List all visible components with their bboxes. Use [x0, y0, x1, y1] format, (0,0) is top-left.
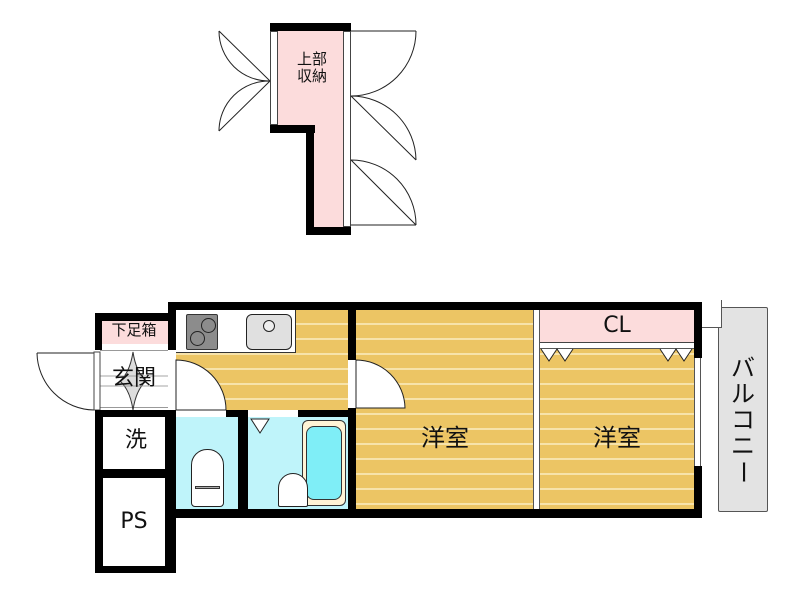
balcony-window	[694, 358, 701, 466]
wall-kitchen-room1-top	[348, 302, 356, 360]
room1-floor	[356, 310, 534, 510]
wall-outer-top	[168, 302, 702, 310]
room-partition-sliding-door	[533, 310, 540, 510]
wall-entrance-top	[95, 313, 175, 321]
wash-basin-icon	[278, 473, 308, 507]
wall-toilet-bath	[238, 410, 248, 510]
upper-storage-left-wall	[306, 125, 314, 235]
wall-kitchen-room1-bottom	[348, 408, 356, 510]
balcony	[718, 307, 768, 512]
bathtub-icon	[302, 420, 346, 506]
upper-storage-top-wall	[270, 23, 351, 31]
upper-storage-label-line1: 上部	[296, 50, 327, 68]
shoe-box	[100, 320, 168, 344]
wall-bath-top	[298, 410, 356, 417]
upper-storage-step-wall	[270, 125, 315, 133]
wall-outer-bottom	[168, 509, 702, 518]
upper-storage-label-line2: 収納	[296, 67, 327, 85]
stove-icon	[186, 314, 218, 350]
wall-toilet-top	[226, 410, 248, 417]
toilet-seat-line	[195, 486, 220, 489]
sink-icon	[246, 314, 292, 350]
wall-entrance-left-top	[95, 313, 102, 350]
closet	[540, 310, 694, 343]
closet-door-track	[540, 343, 694, 349]
pipe-space	[103, 478, 165, 566]
entrance-label: 玄関	[111, 366, 156, 391]
room1-label: 洋室	[421, 424, 469, 452]
wall-ps-bottom	[95, 566, 176, 573]
wall-left-lower	[95, 410, 103, 573]
wall-laundry-ps	[95, 469, 175, 478]
sink-drain	[263, 320, 275, 332]
upper-storage-area	[278, 30, 345, 130]
wall-outer-right-bottom	[694, 466, 702, 518]
balcony-char: コ	[731, 406, 755, 434]
upper-storage-right-frame	[343, 31, 351, 227]
burner-2	[190, 331, 205, 346]
wall-outer-right-top	[694, 302, 702, 358]
closet-label: CL	[603, 313, 631, 338]
burner-1	[201, 318, 216, 333]
bathtub-water	[306, 426, 342, 500]
room2-label: 洋室	[593, 424, 641, 452]
shoe-box-label: 下足箱	[111, 321, 157, 339]
toilet-bowl-icon	[191, 449, 224, 507]
wall-ps-right	[165, 410, 176, 573]
upper-storage-label: 上部 収納	[282, 52, 342, 84]
balcony-char: ニ	[731, 432, 755, 460]
balcony-char: ル	[731, 380, 755, 408]
balcony-char: ー	[729, 460, 757, 484]
upper-storage-left-frame	[270, 31, 278, 125]
balcony-label: バ ル コ ニ ー	[718, 355, 768, 485]
upper-storage-area-lower	[313, 130, 345, 228]
wall-entrance-bottom	[95, 410, 176, 417]
laundry-area	[103, 417, 169, 469]
wall-kitchen-left	[168, 302, 176, 350]
laundry-label: 洗	[124, 428, 147, 453]
pipe-space-label: PS	[120, 509, 148, 534]
balcony-notch	[702, 300, 722, 328]
upper-storage-bottom-wall	[306, 227, 351, 235]
balcony-char: バ	[731, 354, 755, 382]
